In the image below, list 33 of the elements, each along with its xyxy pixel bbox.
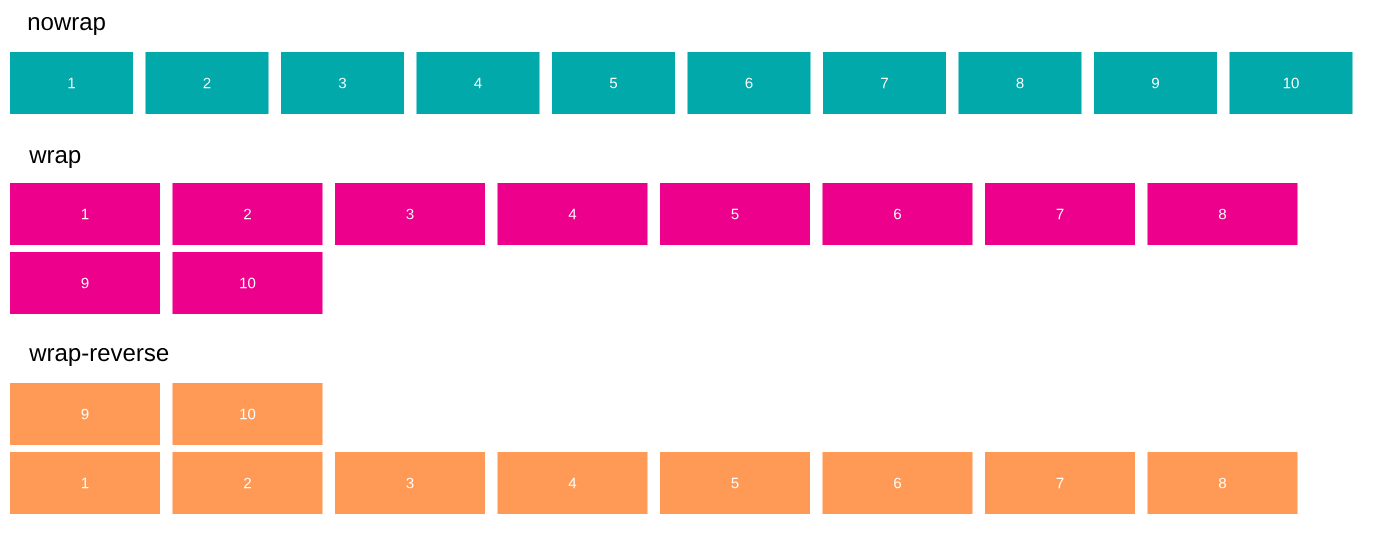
flex-item-box: 2 bbox=[145, 52, 269, 114]
flex-item-box: 4 bbox=[497, 452, 648, 514]
flex-item-box: 5 bbox=[660, 452, 810, 514]
flex-item-box: 9 bbox=[1094, 52, 1217, 114]
flex-item-box: 1 bbox=[10, 452, 160, 514]
flex-item-box: 4 bbox=[497, 183, 648, 245]
flex-item-box: 7 bbox=[985, 183, 1135, 245]
flex-item-box: 9 bbox=[10, 383, 160, 445]
flex-item-box: 3 bbox=[335, 183, 485, 245]
flex-item-box: 10 bbox=[1229, 52, 1353, 114]
flex-item-box: 6 bbox=[822, 183, 973, 245]
flex-item-box: 8 bbox=[1147, 452, 1298, 514]
flex-item-box: 3 bbox=[281, 52, 404, 114]
flex-item-box: 2 bbox=[172, 452, 323, 514]
flex-item-box: 5 bbox=[552, 52, 675, 114]
flex-item-box: 6 bbox=[822, 452, 973, 514]
heading: wrap-reverse bbox=[29, 348, 169, 366]
flex-item-box: 10 bbox=[172, 383, 323, 445]
flex-item-box: 1 bbox=[10, 183, 160, 245]
heading: wrap bbox=[29, 150, 81, 168]
flex-item-box: 8 bbox=[958, 52, 1082, 114]
flex-item-box: 4 bbox=[416, 52, 540, 114]
flex-item-box: 1 bbox=[10, 52, 133, 114]
flex-item-box: 8 bbox=[1147, 183, 1298, 245]
heading: nowrap bbox=[28, 17, 105, 35]
flex-item-box: 3 bbox=[335, 452, 485, 514]
flex-item-box: 6 bbox=[687, 52, 811, 114]
flex-item-box: 10 bbox=[172, 252, 323, 314]
flex-item-box: 7 bbox=[985, 452, 1135, 514]
flex-item-box: 7 bbox=[823, 52, 946, 114]
flex-item-box: 9 bbox=[10, 252, 160, 314]
flex-item-box: 5 bbox=[660, 183, 810, 245]
flex-item-box: 2 bbox=[172, 183, 323, 245]
